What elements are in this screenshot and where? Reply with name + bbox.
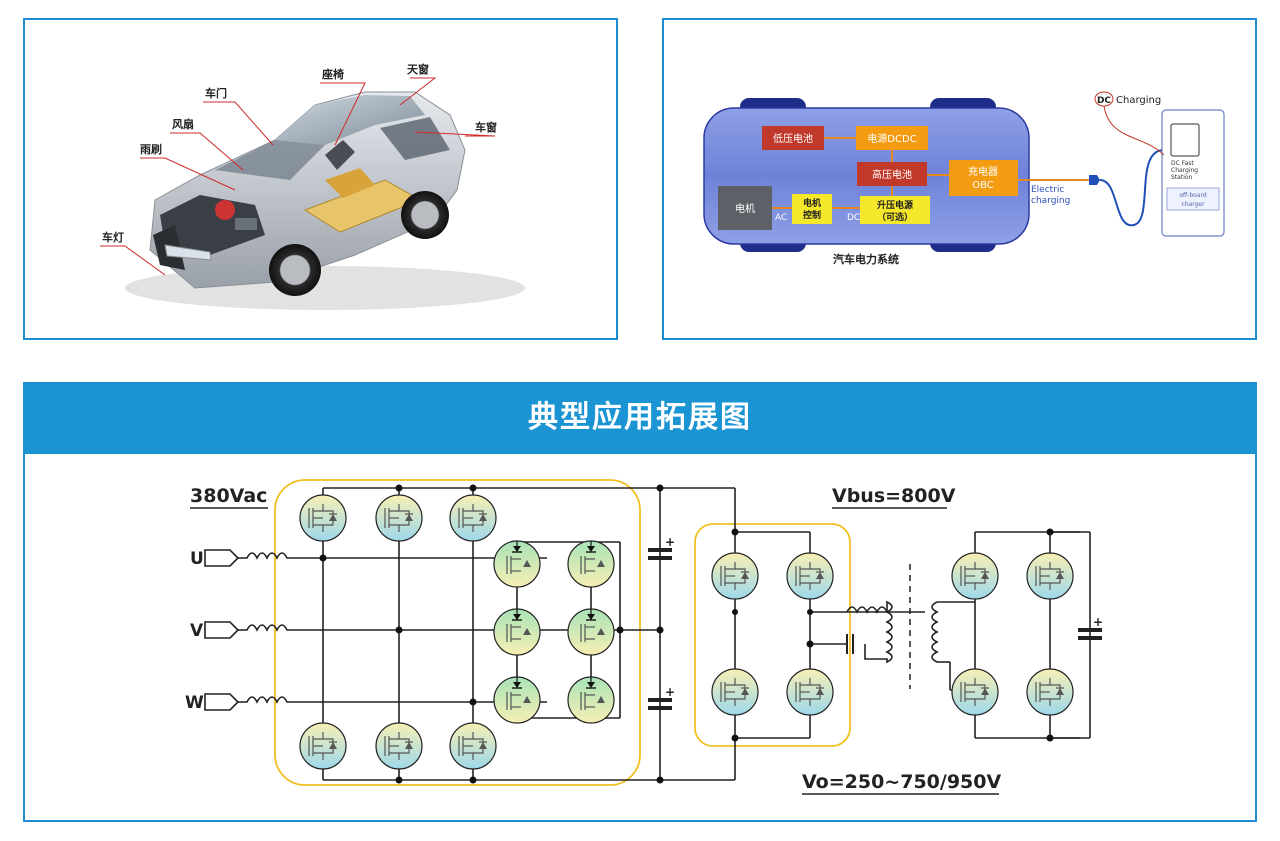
- block-boost: [860, 196, 930, 224]
- label-lamp: 车灯: [102, 230, 124, 244]
- block-boost-label-1: 升压电源: [877, 199, 913, 211]
- switch-bidir-v2: [567, 608, 615, 656]
- switch-rect-top-2: [375, 494, 423, 542]
- block-motor: [718, 186, 772, 230]
- bridge-frame: [694, 523, 851, 747]
- svg-text:+: +: [1093, 615, 1103, 629]
- switch-bidir-v1: [493, 608, 541, 656]
- station-label-3: Station: [1171, 174, 1193, 181]
- charging-cable: [1099, 149, 1165, 227]
- bus-capacitor-bottom: +: [648, 685, 675, 710]
- ac-label: AC: [775, 213, 787, 223]
- seat-shape: [325, 140, 355, 170]
- offboard-charger-box: [1166, 187, 1220, 211]
- label-sunroof: 天窗: [407, 62, 429, 76]
- motor-part: [235, 218, 257, 230]
- battery-module: [325, 168, 375, 198]
- switch-secondary-1: [951, 552, 999, 600]
- dc-badge-label: DC: [1097, 96, 1111, 106]
- car-illustration: 座椅 天窗 车门 车窗 风扇 雨刷 车灯: [100, 62, 525, 310]
- label-door: 车门: [205, 86, 227, 100]
- charging-label: Charging: [1116, 95, 1161, 106]
- label-fan: 风扇: [172, 117, 194, 131]
- output-capacitor: +: [1078, 615, 1103, 640]
- label-window: 车窗: [475, 120, 497, 134]
- phase-v-label: V: [190, 621, 204, 641]
- switch-secondary-3: [951, 668, 999, 716]
- switch-rect-bottom-2: [375, 722, 423, 770]
- switch-rect-top-3: [449, 494, 497, 542]
- block-hv-battery: [857, 162, 927, 186]
- offboard-label-2: charger: [1181, 201, 1205, 208]
- motor-part: [215, 200, 235, 220]
- application-diagram-panel: 典型应用拓展图: [23, 382, 1257, 822]
- output-voltage-label: Vo=250~750/950V: [802, 771, 1001, 793]
- switch-primary-2: [786, 552, 834, 600]
- station-label-2: Charging: [1171, 167, 1198, 174]
- phase-u-label: U: [190, 549, 204, 569]
- block-dcdc-label: 电源DCDC: [867, 132, 916, 145]
- headlamp: [164, 244, 212, 261]
- block-charger-label-2: OBC: [972, 180, 994, 191]
- switch-secondary-4: [1026, 668, 1074, 716]
- dc-label: DC: [847, 213, 860, 223]
- switch-bidir-u2: [567, 540, 615, 588]
- electric-charging-label-2: charging: [1031, 196, 1070, 206]
- system-label: 汽车电力系统: [833, 252, 899, 266]
- block-motor-control: [792, 194, 832, 224]
- switch-primary-4: [786, 668, 834, 716]
- block-lv-battery-label: 低压电池: [773, 132, 813, 145]
- input-voltage-label: 380Vac: [190, 485, 267, 507]
- car-roof-glass: [275, 95, 425, 145]
- block-motor-control-label-1: 电机: [803, 197, 821, 209]
- power-system-panel: 低压电池 电源DCDC 高压电池 充电器 OBC 电机 电机 控制 升压电源 （…: [662, 18, 1257, 340]
- rectifier-frame: [274, 479, 641, 786]
- circuit-diagram: 380Vac Vbus=800V Vo=250~750/950V U V W: [185, 479, 1103, 795]
- car-side-window: [380, 117, 450, 160]
- switch-rect-top-1: [299, 494, 347, 542]
- switch-bidir-u1: [493, 540, 541, 588]
- electric-charging-label-1: Electric: [1031, 185, 1064, 195]
- power-system-diagram: 低压电池 电源DCDC 高压电池 充电器 OBC 电机 电机 控制 升压电源 （…: [703, 91, 1225, 266]
- front-wheel: [269, 244, 321, 296]
- block-hv-battery-label: 高压电池: [872, 168, 912, 181]
- offboard-label-1: off-board: [1179, 192, 1206, 199]
- switch-rect-bottom-1: [299, 722, 347, 770]
- bus-voltage-label: Vbus=800V: [832, 485, 956, 507]
- switch-primary-3: [711, 668, 759, 716]
- switch-bidir-w1: [493, 676, 541, 724]
- motor-bay: [160, 195, 265, 255]
- bus-capacitor-top: +: [648, 535, 675, 560]
- switch-bidir-w2: [567, 676, 615, 724]
- dc-leader-line: [1103, 105, 1165, 156]
- svg-text:+: +: [665, 535, 675, 549]
- label-seat: 座椅: [321, 67, 344, 81]
- block-motor-label: 电机: [735, 202, 755, 215]
- block-dcdc: [856, 126, 928, 150]
- series-capacitor: [846, 634, 854, 654]
- car-cutaway-panel: 座椅 天窗 车门 车窗 风扇 雨刷 车灯: [23, 18, 618, 340]
- block-boost-label-2: （可选）: [877, 211, 913, 223]
- block-charger-label-1: 充电器: [968, 165, 998, 178]
- station-screen: [1170, 123, 1200, 157]
- leader-lines: [100, 77, 496, 276]
- label-wiper: 雨刷: [140, 143, 162, 156]
- junction-dots: [319, 484, 1054, 784]
- block-lv-battery: [762, 126, 824, 150]
- panel-title: 典型应用拓展图: [25, 384, 1255, 454]
- block-motor-control-label-2: 控制: [803, 209, 821, 221]
- station-label-1: DC Fast: [1171, 160, 1194, 167]
- rear-wheel: [401, 191, 449, 239]
- charging-plug-icon: [1089, 175, 1100, 185]
- phase-w-label: W: [185, 693, 204, 713]
- block-charger: [949, 160, 1018, 196]
- switch-primary-1: [711, 552, 759, 600]
- svg-text:+: +: [665, 685, 675, 699]
- switch-rect-bottom-3: [449, 722, 497, 770]
- switch-secondary-2: [1026, 552, 1074, 600]
